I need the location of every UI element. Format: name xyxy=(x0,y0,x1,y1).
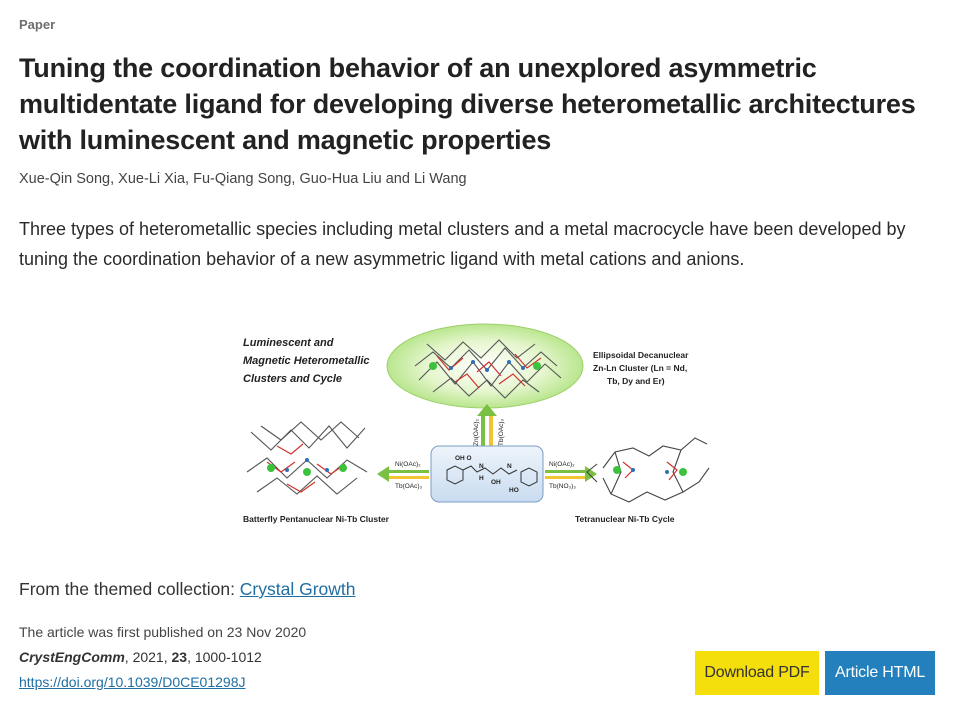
article-abstract: Three types of heterometallic species in… xyxy=(19,219,906,269)
collection-prefix: From the themed collection: xyxy=(19,579,240,599)
svg-text:OH: OH xyxy=(491,479,501,486)
svg-text:OH O: OH O xyxy=(455,455,472,462)
svg-text:Tb(NO₃)₃: Tb(NO₃)₃ xyxy=(549,483,576,490)
first-published-date: The article was first published on 23 No… xyxy=(19,624,307,640)
article-type-label: Paper xyxy=(19,17,56,32)
arrow-up-label-1: Zn(OAc)₂ xyxy=(473,418,480,446)
svg-text:Tb(OAc)₃: Tb(OAc)₃ xyxy=(395,483,423,490)
citation: CrystEngComm, 2021, 23, 1000-1012 xyxy=(19,649,262,665)
journal-name: CrystEngComm xyxy=(19,649,125,665)
graphic-heading-line1: Luminescent and xyxy=(243,337,334,349)
butterfly-cluster-structure xyxy=(246,421,368,495)
right-cycle-label: Tetranuclear Ni-Tb Cycle xyxy=(575,514,675,524)
svg-text:N: N xyxy=(479,463,484,470)
right-arrow-double xyxy=(545,466,597,482)
arrow-up-label-2: Tb(OAc)₃ xyxy=(498,418,505,446)
article-authors: Xue-Qin Song, Xue-Li Xia, Fu-Qiang Song,… xyxy=(19,171,467,187)
svg-text:H: H xyxy=(479,475,484,482)
svg-text:N: N xyxy=(507,463,512,470)
graphic-heading-line2: Magnetic Heterometallic xyxy=(243,355,370,367)
article-title: Tuning the coordination behavior of an u… xyxy=(19,53,916,155)
graphic-heading-line3: Clusters and Cycle xyxy=(243,373,342,385)
journal-volume: 23 xyxy=(171,649,188,665)
ligand-box xyxy=(430,445,544,503)
doi-link[interactable]: https://doi.org/10.1039/D0CE01298J xyxy=(19,674,246,690)
svg-text:Ni(OAc)₂: Ni(OAc)₂ xyxy=(395,461,421,468)
up-arrow-double xyxy=(477,404,497,446)
tetranuclear-cycle-structure xyxy=(586,437,710,503)
journal-pages: , 1000-1012 xyxy=(187,649,262,665)
collection-link[interactable]: Crystal Growth xyxy=(239,579,356,599)
ligand-structure xyxy=(446,465,538,487)
themed-collection: From the themed collection: Crystal Grow… xyxy=(19,579,356,600)
download-pdf-button[interactable]: Download PDF xyxy=(695,651,819,695)
left-cluster-label: Batterfly Pentanuclear Ni-Tb Cluster xyxy=(243,514,390,524)
svg-text:Ni(OAc)₂: Ni(OAc)₂ xyxy=(549,461,575,468)
top-label-line2: Zn-Ln Cluster (Ln = Nd, xyxy=(593,363,687,373)
top-label-line3: Tb, Dy and Er) xyxy=(607,376,665,386)
svg-text:HO: HO xyxy=(509,487,519,494)
graphical-abstract-image: Luminescent and Magnetic Heterometallic … xyxy=(243,323,710,524)
top-label-line1: Ellipsoidal Decanuclear xyxy=(593,350,689,360)
article-html-button[interactable]: Article HTML xyxy=(825,651,935,695)
left-arrow-double xyxy=(377,466,429,482)
